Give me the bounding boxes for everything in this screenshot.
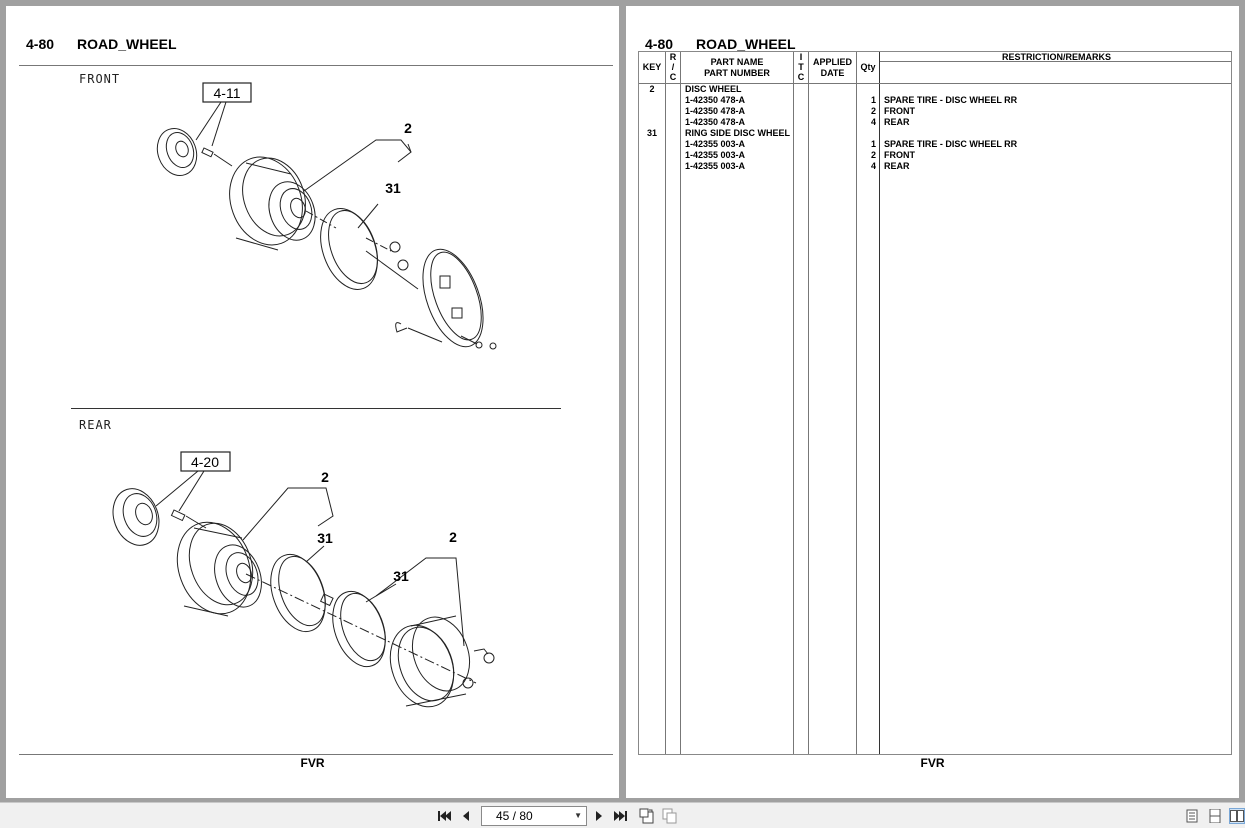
col-itc-1: I <box>799 52 803 62</box>
front-wheel-cover <box>365 248 497 350</box>
left-page: 4-80 ROAD_WHEEL FRONT REAR 4-11 <box>6 6 619 798</box>
col-qty: Qty <box>860 62 876 72</box>
page-number-select[interactable]: 45 / 80 ▼ <box>481 806 587 826</box>
col-itc-3: C <box>797 72 805 82</box>
row-qty: 4 <box>870 161 876 171</box>
first-page-button[interactable] <box>436 808 452 824</box>
col-itc-2: T <box>798 62 804 72</box>
next-page-button[interactable] <box>591 808 607 824</box>
copy-icon <box>662 808 677 824</box>
section-title: ROAD_WHEEL <box>696 36 796 52</box>
col-date: DATE <box>820 68 845 78</box>
row-part: 1-42350 478-A <box>685 106 746 116</box>
rear-axis-line <box>245 573 477 684</box>
front-ring-side <box>320 208 392 290</box>
row-qty: 1 <box>870 95 876 105</box>
continuous-view-icon <box>1209 809 1221 823</box>
rear-inner-ring <box>270 553 334 633</box>
front-ref-box: 4-11 <box>195 82 252 147</box>
row-remarks: SPARE TIRE - DISC WHEEL RR <box>884 95 1018 105</box>
rear-ref-box: 4-20 <box>155 451 231 512</box>
col-rc-3: C <box>669 72 677 82</box>
continuous-view-button[interactable] <box>1207 808 1223 824</box>
page-footer: FVR <box>920 756 945 770</box>
col-part-name: PART NAME <box>710 57 764 67</box>
header-rule <box>19 65 613 66</box>
section-code: 4-80 <box>645 36 674 52</box>
row-qty: 1 <box>870 139 876 149</box>
footer-rule <box>19 754 613 755</box>
col-rc-1: R <box>669 52 677 62</box>
callout-front-disc-wheel: 2 <box>404 120 412 136</box>
section-code: 4-80 <box>26 36 55 52</box>
col-remarks: RESTRICTION/REMARKS <box>1001 52 1111 62</box>
last-page-icon <box>614 811 627 821</box>
chevron-down-icon: ▼ <box>574 811 582 820</box>
rotate-button[interactable] <box>639 808 655 824</box>
single-page-view-button[interactable] <box>1184 808 1200 824</box>
last-page-button[interactable] <box>613 808 629 824</box>
callout-rear-disc-wheel-inner: 2 <box>321 469 329 485</box>
next-page-icon <box>596 811 602 821</box>
front-nuts <box>389 241 409 271</box>
section-title: ROAD_WHEEL <box>77 36 177 52</box>
row-remarks: REAR <box>884 117 910 127</box>
copy-button[interactable] <box>662 808 678 824</box>
row-part: 1-42350 478-A <box>685 95 746 105</box>
row-part: 1-42355 003-A <box>685 150 746 160</box>
row-remarks: FRONT <box>884 150 915 160</box>
prev-page-icon <box>463 811 469 821</box>
row-part: 1-42350 478-A <box>685 117 746 127</box>
first-page-icon <box>438 811 451 821</box>
two-page-view-icon <box>1230 810 1244 822</box>
rear-callout-lines <box>242 487 465 647</box>
exploded-diagram: 4-11 <box>112 82 497 708</box>
section-header: 4-80 ROAD_WHEEL <box>26 36 177 52</box>
single-page-view-icon <box>1186 809 1198 823</box>
row-remarks: SPARE TIRE - DISC WHEEL RR <box>884 139 1018 149</box>
rear-ref-label: 4-20 <box>191 454 219 470</box>
row-part: 1-42355 003-A <box>685 161 746 171</box>
callout-rear-ring-outer: 31 <box>393 568 409 584</box>
callout-rear-ring-inner: 31 <box>317 530 333 546</box>
callout-rear-disc-wheel-outer: 2 <box>449 529 457 545</box>
rear-outer-disc-wheel <box>389 615 495 708</box>
parts-table: KEY R / C PART NAME PART NUMBER I T C AP… <box>638 51 1232 755</box>
front-ref-label: 4-11 <box>214 85 241 101</box>
row-part: DISC WHEEL <box>685 84 742 94</box>
section-header: 4-80 ROAD_WHEEL <box>645 36 796 52</box>
prev-page-button[interactable] <box>458 808 474 824</box>
col-rc-2: / <box>671 62 675 72</box>
row-part: 1-42355 003-A <box>685 139 746 149</box>
rear-view-label: REAR <box>79 418 112 432</box>
row-qty: 2 <box>870 150 876 160</box>
two-page-view-button[interactable] <box>1229 808 1245 824</box>
col-applied: APPLIED <box>812 57 852 67</box>
row-remarks: REAR <box>884 161 910 171</box>
row-qty: 2 <box>870 106 876 116</box>
callout-front-ring: 31 <box>385 180 401 196</box>
view-divider <box>71 408 561 409</box>
rotate-icon <box>639 808 654 824</box>
front-callout-lines <box>303 139 412 229</box>
col-key: KEY <box>642 62 662 72</box>
row-key: 31 <box>646 128 657 138</box>
col-part-number: PART NUMBER <box>704 68 770 78</box>
front-hub-assembly <box>156 128 233 176</box>
right-page: 4-80 ROAD_WHEEL KEY R / C PART NAME PART … <box>626 6 1239 798</box>
rear-hub-assembly <box>112 488 207 546</box>
row-part: RING SIDE DISC WHEEL <box>685 128 791 138</box>
page-footer: FVR <box>300 756 325 770</box>
front-view-label: FRONT <box>79 72 121 86</box>
front-disc-wheel <box>229 156 337 251</box>
rear-inner-disc-wheel <box>176 521 262 617</box>
viewer-toolbar: 45 / 80 ▼ <box>0 802 1245 828</box>
rear-outer-ring <box>332 590 386 668</box>
row-remarks: FRONT <box>884 106 915 116</box>
page-indicator: 45 / 80 <box>496 809 533 823</box>
row-qty: 4 <box>870 117 876 127</box>
row-key: 2 <box>649 84 655 94</box>
